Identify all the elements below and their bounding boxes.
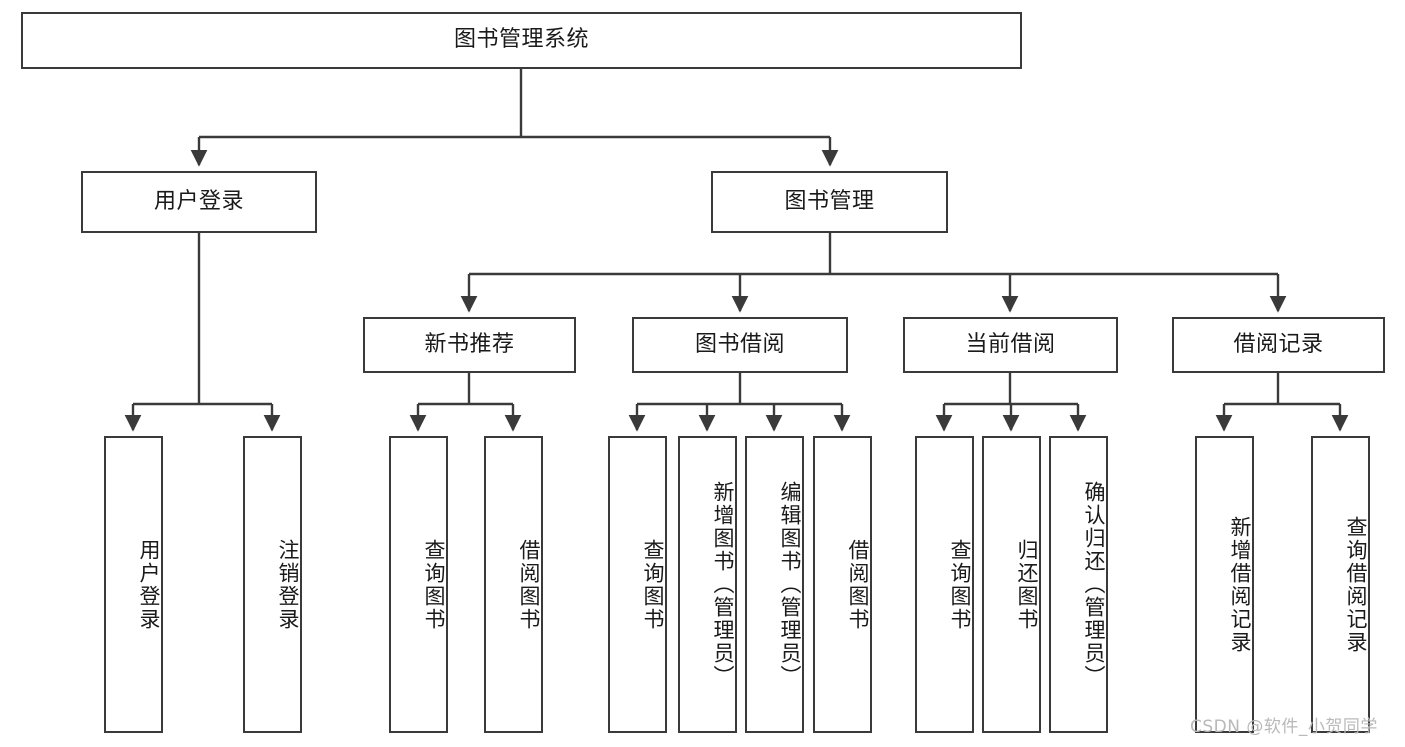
node-new-book-rec-label: 新书推荐 — [424, 331, 515, 357]
node-borrow-record[interactable]: 借阅记录 — [1172, 317, 1385, 373]
node-leaf-query-book-3-label: 查询图书 — [948, 538, 972, 631]
node-leaf-query-record-label: 查询借阅记录 — [1344, 515, 1368, 654]
node-leaf-user-login-label: 用户登录 — [137, 538, 161, 631]
node-leaf-query-book-2[interactable]: 查询图书 — [608, 436, 667, 733]
node-leaf-query-record[interactable]: 查询借阅记录 — [1311, 436, 1370, 733]
node-leaf-edit-book-label: 编辑图书（管理员） — [778, 481, 802, 688]
node-new-book-rec[interactable]: 新书推荐 — [363, 317, 576, 373]
node-leaf-query-book-3[interactable]: 查询图书 — [915, 436, 974, 733]
node-book-borrow-label: 图书借阅 — [694, 331, 785, 357]
node-current-borrow-label: 当前借阅 — [965, 331, 1056, 357]
node-leaf-query-book-2-label: 查询图书 — [641, 538, 665, 631]
node-leaf-user-logout-label: 注销登录 — [276, 538, 300, 631]
csdn-watermark: CSDN @软件_小贺同学 — [1190, 717, 1378, 737]
node-root-label: 图书管理系统 — [453, 27, 589, 53]
node-leaf-borrow-book-2-label: 借阅图书 — [846, 538, 870, 631]
node-book-manage[interactable]: 图书管理 — [711, 171, 948, 233]
node-leaf-borrow-book-1-label: 借阅图书 — [517, 538, 541, 631]
node-leaf-borrow-book-1[interactable]: 借阅图书 — [484, 436, 543, 733]
node-leaf-return-book[interactable]: 归还图书 — [982, 436, 1041, 733]
node-leaf-add-book[interactable]: 新增图书（管理员） — [678, 436, 737, 733]
node-leaf-confirm-return-label: 确认归还（管理员） — [1082, 481, 1106, 688]
node-root[interactable]: 图书管理系统 — [21, 12, 1022, 69]
node-book-manage-label: 图书管理 — [784, 188, 875, 214]
node-leaf-borrow-book-2[interactable]: 借阅图书 — [813, 436, 872, 733]
node-leaf-confirm-return[interactable]: 确认归还（管理员） — [1049, 436, 1108, 733]
node-borrow-record-label: 借阅记录 — [1233, 331, 1324, 357]
node-current-borrow[interactable]: 当前借阅 — [903, 317, 1118, 373]
node-leaf-query-book-1-label: 查询图书 — [422, 538, 446, 631]
node-leaf-edit-book[interactable]: 编辑图书（管理员） — [745, 436, 804, 733]
node-book-borrow[interactable]: 图书借阅 — [632, 317, 848, 373]
node-user-login[interactable]: 用户登录 — [81, 171, 317, 233]
node-leaf-add-record-label: 新增借阅记录 — [1228, 515, 1252, 654]
node-leaf-user-logout[interactable]: 注销登录 — [243, 436, 302, 733]
node-leaf-user-login[interactable]: 用户登录 — [104, 436, 163, 733]
node-leaf-add-book-label: 新增图书（管理员） — [711, 481, 735, 688]
node-user-login-label: 用户登录 — [153, 188, 244, 214]
node-leaf-query-book-1[interactable]: 查询图书 — [389, 436, 448, 733]
node-leaf-return-book-label: 归还图书 — [1015, 538, 1039, 631]
node-leaf-add-record[interactable]: 新增借阅记录 — [1195, 436, 1254, 733]
